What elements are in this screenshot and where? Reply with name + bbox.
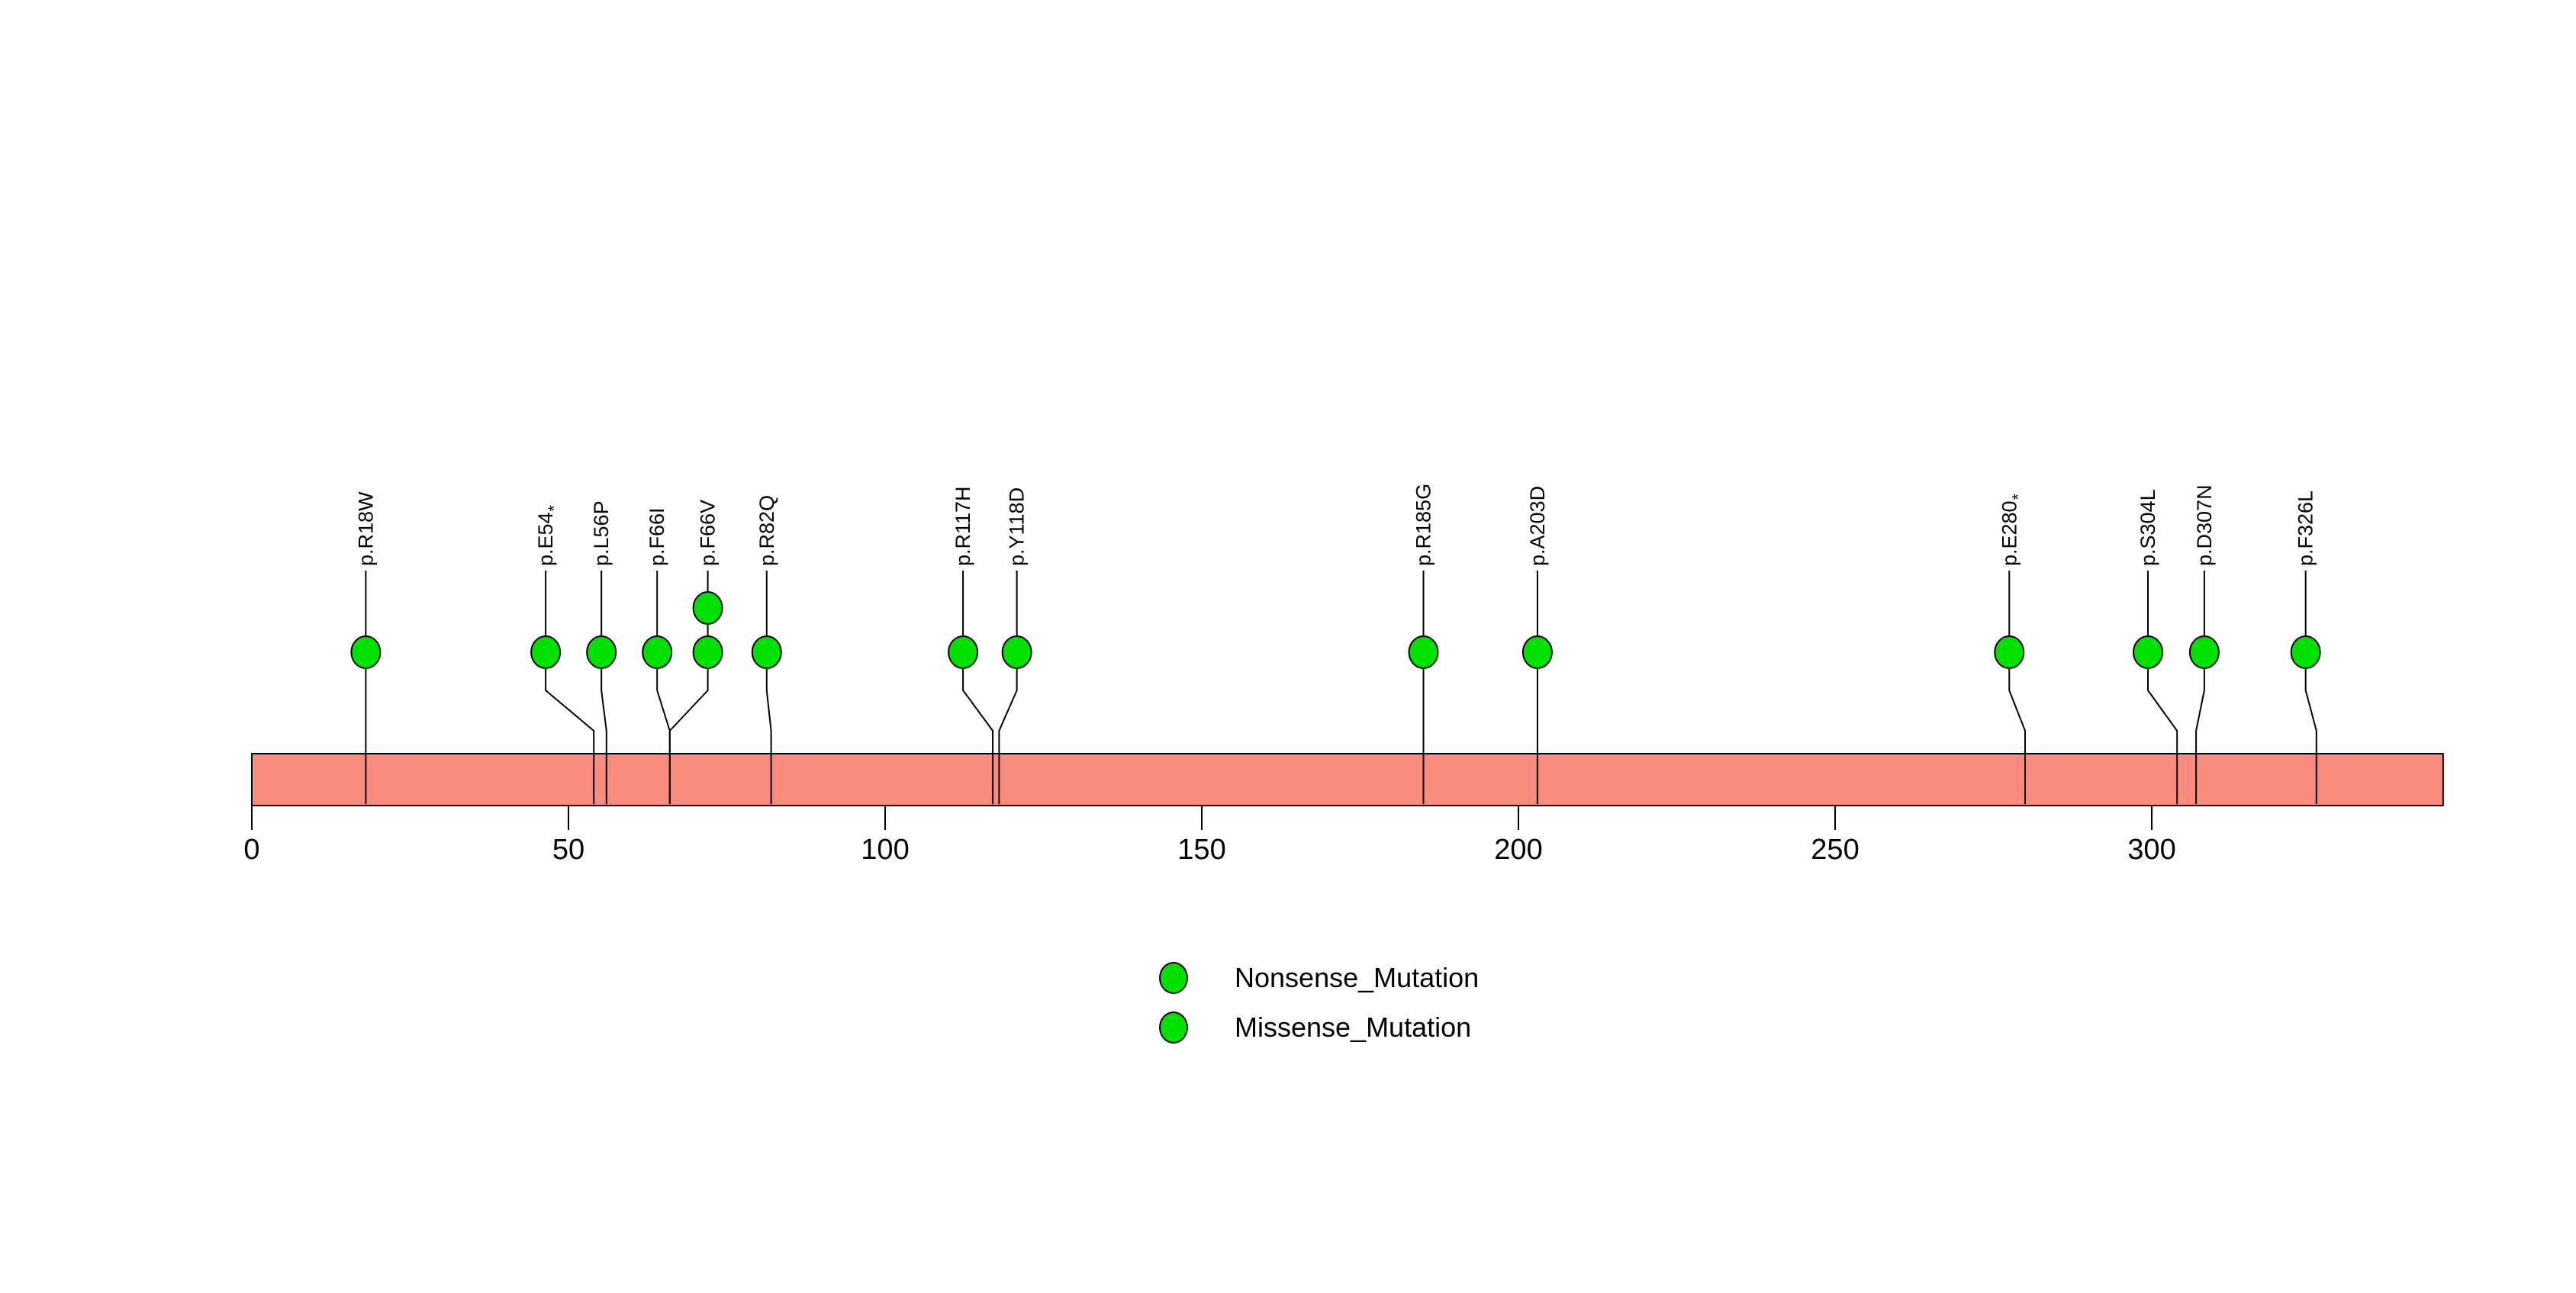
- mutation-circle: [586, 635, 617, 669]
- mutation-circle: [948, 635, 979, 669]
- mutation-circle: [2133, 635, 2164, 669]
- mutation-label: p.R82Q: [755, 495, 778, 566]
- mutation-circle: [642, 635, 673, 669]
- lollipop-stem: [765, 571, 772, 804]
- legend-label: Missense_Mutation: [1235, 1012, 1472, 1043]
- mutation-circle: [1001, 635, 1032, 669]
- legend-item-nonsense: Nonsense_Mutation: [1159, 962, 1479, 994]
- mutation-label: p.F66V: [697, 500, 720, 566]
- mutation-label: p.F326L: [2294, 491, 2317, 566]
- mutation-circle: [692, 635, 723, 669]
- mutation-circle: [751, 635, 782, 669]
- mutation-label: p.R185G: [1412, 484, 1435, 566]
- mutation-circle: [350, 635, 382, 669]
- axis-tick-label: 0: [243, 834, 259, 866]
- mutation-label: p.S304L: [2136, 489, 2159, 566]
- mutation-label: p.Y118D: [1006, 487, 1029, 566]
- mutation-circle: [530, 635, 562, 669]
- legend: Nonsense_Mutation Missense_Mutation: [1159, 962, 1479, 1061]
- mutation-label: p.D307N: [2193, 484, 2216, 566]
- mutation-label: p.A203D: [1526, 486, 1549, 566]
- axis-tick-label: 150: [1177, 834, 1225, 866]
- mutation-circle: [1521, 635, 1553, 669]
- protein-bar: [251, 753, 2444, 806]
- axis-tick-label: 100: [861, 834, 909, 866]
- lollipop-stem: [2195, 571, 2205, 804]
- lollipop-stem: [545, 571, 595, 804]
- lollipop-stem: [668, 571, 709, 804]
- mutation-label: p.R117H: [952, 486, 974, 566]
- mutation-label: p.F66I: [646, 507, 668, 566]
- legend-item-missense: Missense_Mutation: [1159, 1012, 1479, 1044]
- mutation-label: p.L56P: [590, 500, 613, 566]
- legend-label: Nonsense_Mutation: [1235, 962, 1480, 993]
- mutation-circle: [1408, 635, 1439, 669]
- mutation-circle: [692, 591, 723, 625]
- axis-tick-label: 300: [2127, 834, 2175, 866]
- mutation-label: p.E54*: [534, 505, 563, 566]
- mutation-circle: [2188, 635, 2220, 669]
- mutation-circle: [2290, 635, 2321, 669]
- lollipop-stem: [2008, 571, 2026, 804]
- missense-mutation-dot-icon: [1159, 1012, 1188, 1044]
- axis-tick-label: 200: [1494, 834, 1542, 866]
- lollipop-stem: [962, 571, 994, 804]
- axis-tick-label: 250: [1811, 834, 1859, 866]
- mutation-circle: [1994, 635, 2025, 669]
- axis-tick-label: 50: [552, 834, 584, 866]
- lollipop-stem: [2147, 571, 2178, 804]
- nonsense-mutation-dot-icon: [1159, 962, 1188, 994]
- lollipop-stem: [998, 571, 1018, 804]
- mutation-label: p.R18W: [354, 491, 377, 566]
- lollipop-stem: [2304, 571, 2317, 804]
- lollipop-stem: [601, 571, 607, 804]
- mutation-label: p.E280*: [1998, 494, 2027, 566]
